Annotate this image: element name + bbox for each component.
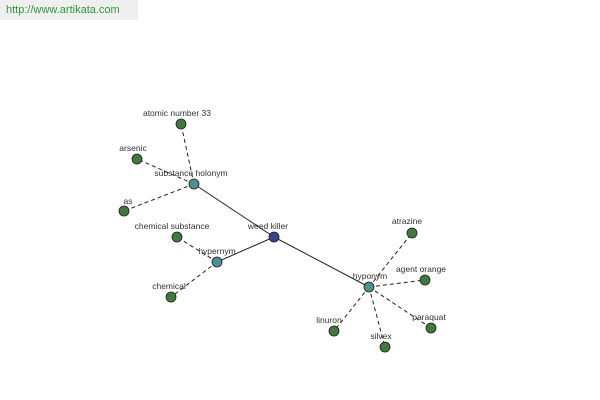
term-node-chemical-substance[interactable]: [171, 231, 183, 243]
term-label-atomic-number-33: atomic number 33: [143, 108, 211, 118]
root-node-weed-killer[interactable]: [268, 231, 280, 243]
term-label-silvex: silvex: [370, 331, 392, 341]
edge-hyponym-paraquat: [368, 286, 432, 329]
relation-label-substance-holonym: substance holonym: [154, 168, 227, 178]
watermark-banner: http://www.artikata.com: [0, 0, 138, 20]
edge-hyponym-agent-orange: [368, 279, 426, 288]
term-label-paraquat: paraquat: [412, 312, 446, 322]
relation-label-hyponym: hyponym: [353, 271, 388, 281]
term-node-linuron[interactable]: [328, 325, 340, 337]
edge-hyponym-linuron: [333, 286, 370, 332]
term-node-atrazine[interactable]: [406, 227, 418, 239]
term-label-agent-orange: agent orange: [396, 264, 446, 274]
term-label-as: as: [124, 196, 133, 206]
relation-node-substance-holonym[interactable]: [188, 178, 200, 190]
term-node-as[interactable]: [118, 205, 130, 217]
relation-node-hypernym[interactable]: [211, 256, 223, 268]
edge-substance-holonym-atomic-number-33: [180, 123, 195, 185]
term-node-atomic-number-33[interactable]: [175, 118, 187, 130]
root-label: weed killer: [247, 221, 288, 231]
term-label-linuron: linuron: [316, 315, 342, 325]
term-label-chemical-substance: chemical substance: [135, 221, 210, 231]
term-node-silvex[interactable]: [379, 341, 391, 353]
term-label-chemical: chemical: [152, 281, 186, 291]
edge-root-hypernym: [216, 236, 275, 263]
edge-hyponym-silvex: [368, 286, 386, 348]
edge-substance-holonym-arsenic: [136, 158, 195, 185]
watermark-url: http://www.artikata.com: [6, 4, 120, 16]
term-node-chemical[interactable]: [165, 291, 177, 303]
term-label-arsenic: arsenic: [119, 143, 147, 153]
edge-hypernym-chemical-substance: [176, 236, 218, 263]
edge-root-hyponym: [273, 236, 370, 288]
relation-node-hyponym[interactable]: [363, 281, 375, 293]
relation-label-hypernym: hypernym: [198, 246, 235, 256]
term-label-atrazine: atrazine: [392, 216, 423, 226]
term-node-agent-orange[interactable]: [419, 274, 431, 286]
edge-hypernym-chemical: [170, 261, 218, 298]
term-node-paraquat[interactable]: [425, 322, 437, 334]
edge-hyponym-atrazine: [368, 232, 413, 288]
edge-root-substance-holonym: [193, 183, 275, 238]
edge-substance-holonym-as: [123, 183, 195, 212]
term-node-arsenic[interactable]: [131, 153, 143, 165]
